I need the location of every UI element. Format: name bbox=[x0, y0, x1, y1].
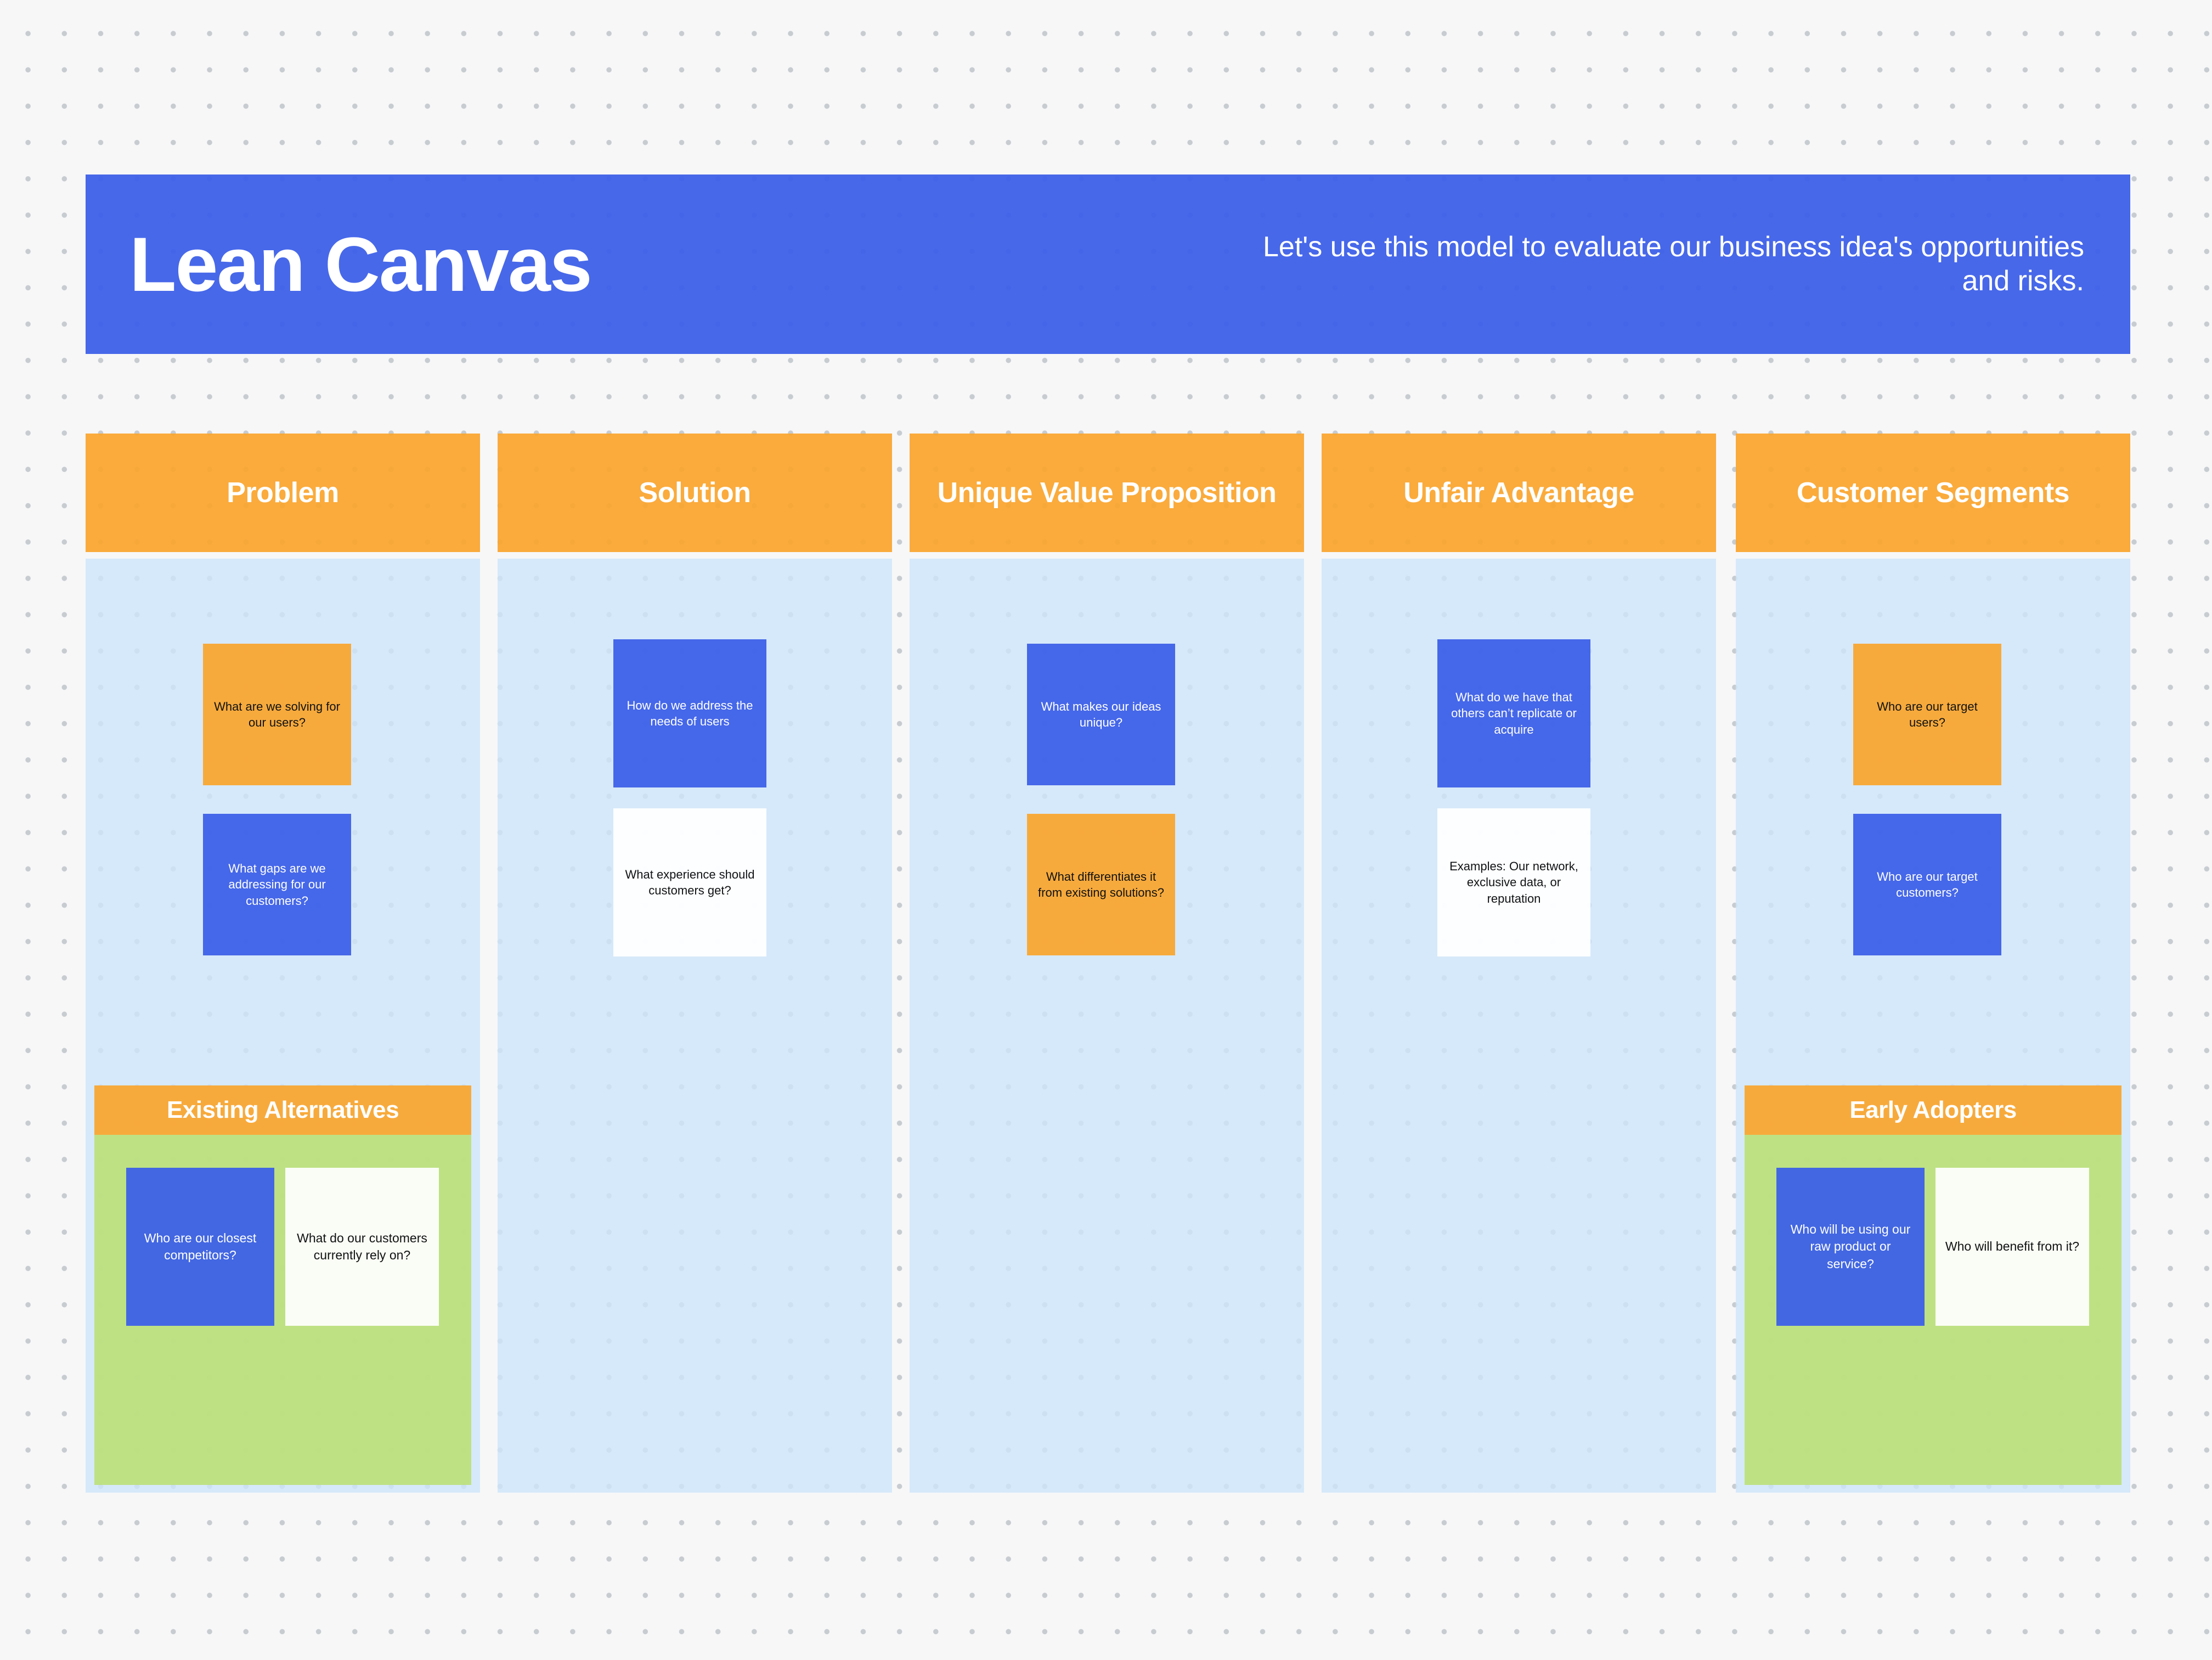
column-header-unfair-advantage[interactable]: Unfair Advantage bbox=[1322, 434, 1716, 552]
sticky-note[interactable]: What are we solving for our users? bbox=[203, 644, 351, 785]
column-header-label: Customer Segments bbox=[1796, 476, 2070, 509]
column-header-problem[interactable]: Problem bbox=[86, 434, 480, 552]
canvas-header-band: Lean Canvas Let's use this model to eval… bbox=[86, 175, 2130, 354]
subpanel-early-adopters: Early Adopters Who will be using our raw… bbox=[1745, 1085, 2121, 1493]
column-body-unique-value-proposition: What makes our ideas unique? What differ… bbox=[910, 559, 1304, 1493]
column-body-problem: What are we solving for our users? What … bbox=[86, 559, 480, 1493]
column-header-unique-value-proposition[interactable]: Unique Value Proposition bbox=[910, 434, 1304, 552]
subpanel-body-existing-alternatives: Who are our closest competitors? What do… bbox=[94, 1135, 471, 1485]
page-title: Lean Canvas bbox=[129, 221, 592, 307]
sticky-note[interactable]: Who will benefit from it? bbox=[1936, 1168, 2089, 1326]
column-solution: Solution How do we address the needs of … bbox=[498, 434, 892, 1493]
sticky-note[interactable]: What makes our ideas unique? bbox=[1027, 644, 1175, 785]
column-body-unfair-advantage: What do we have that others can’t replic… bbox=[1322, 559, 1716, 1493]
column-header-label: Problem bbox=[227, 476, 339, 509]
sticky-note[interactable]: What differentiates it from existing sol… bbox=[1027, 814, 1175, 955]
column-header-label: Unfair Advantage bbox=[1403, 476, 1634, 509]
column-header-label: Unique Value Proposition bbox=[937, 476, 1277, 509]
page-subtitle: Let's use this model to evaluate our bus… bbox=[1263, 231, 2084, 297]
sticky-note[interactable]: What gaps are we addressing for our cust… bbox=[203, 814, 351, 955]
subpanel-header-label: Early Adopters bbox=[1849, 1096, 2017, 1123]
sticky-note[interactable]: How do we address the needs of users bbox=[613, 639, 766, 787]
sticky-note[interactable]: Who will be using our raw product or ser… bbox=[1776, 1168, 1925, 1326]
column-header-label: Solution bbox=[639, 476, 751, 509]
column-unique-value-proposition: Unique Value Proposition What makes our … bbox=[910, 434, 1304, 1493]
sticky-note[interactable]: What experience should customers get? bbox=[613, 808, 766, 956]
subpanel-header-early-adopters[interactable]: Early Adopters bbox=[1745, 1085, 2121, 1135]
subpanel-body-early-adopters: Who will be using our raw product or ser… bbox=[1745, 1135, 2121, 1485]
sticky-note[interactable]: What do we have that others can’t replic… bbox=[1437, 639, 1590, 787]
sticky-note[interactable]: Who are our target customers? bbox=[1853, 814, 2001, 955]
column-body-customer-segments: Who are our target users? Who are our ta… bbox=[1736, 559, 2130, 1493]
sticky-note[interactable]: Who are our target users? bbox=[1853, 644, 2001, 785]
sticky-note[interactable]: Who are our closest competitors? bbox=[126, 1168, 274, 1326]
column-customer-segments: Customer Segments Who are our target use… bbox=[1736, 434, 2130, 1493]
column-unfair-advantage: Unfair Advantage What do we have that ot… bbox=[1322, 434, 1716, 1493]
column-header-solution[interactable]: Solution bbox=[498, 434, 892, 552]
subpanel-header-existing-alternatives[interactable]: Existing Alternatives bbox=[94, 1085, 471, 1135]
subpanel-existing-alternatives: Existing Alternatives Who are our closes… bbox=[94, 1085, 471, 1493]
column-header-customer-segments[interactable]: Customer Segments bbox=[1736, 434, 2130, 552]
sticky-note[interactable]: Examples: Our network, exclusive data, o… bbox=[1437, 808, 1590, 956]
column-body-solution: How do we address the needs of users Wha… bbox=[498, 559, 892, 1493]
column-problem: Problem What are we solving for our user… bbox=[86, 434, 480, 1493]
sticky-note[interactable]: What do our customers currently rely on? bbox=[285, 1168, 439, 1326]
subpanel-header-label: Existing Alternatives bbox=[166, 1096, 399, 1123]
